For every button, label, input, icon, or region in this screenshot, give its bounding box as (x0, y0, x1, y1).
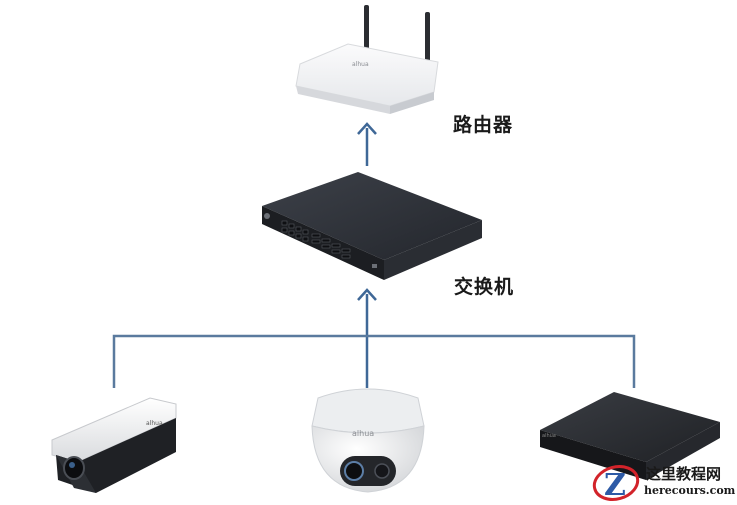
nvr-side (646, 422, 720, 480)
watermark-title: 这里教程网 (646, 465, 722, 483)
router-antenna-right (425, 12, 430, 67)
bullet-camera-brand: alhua (146, 420, 163, 427)
nvr-top (540, 392, 720, 462)
router-device: alhua (295, 5, 439, 114)
router-label: 路由器 (453, 114, 514, 136)
dome-camera: alhua (311, 388, 425, 493)
nvr-brand: alhua (542, 433, 556, 439)
arrow-switch-to-router (357, 122, 377, 166)
router-front (296, 86, 390, 114)
switch-power-indicator (264, 213, 270, 219)
watermark: Z 这里教程网 herecours.com (590, 459, 737, 505)
dome-camera-brand: alhua (352, 429, 374, 438)
switch-ports (281, 220, 351, 259)
svg-text:Z: Z (604, 468, 626, 503)
bullet-camera-lens (63, 456, 85, 480)
switch-top (262, 172, 482, 260)
dome-camera-ir (374, 463, 390, 479)
switch-label: 交换机 (454, 276, 515, 298)
switch-device (262, 172, 482, 280)
router-brand-logo: alhua (352, 61, 369, 68)
arrow-cameras-to-switch (357, 288, 377, 388)
watermark-url: herecours.com (644, 484, 736, 497)
watermark-logo-icon: Z (592, 465, 640, 503)
switch-side (384, 220, 482, 280)
bullet-camera: alhua (51, 397, 177, 493)
dome-camera-lens (344, 461, 364, 481)
dome-camera-base (311, 388, 425, 434)
connector-bus (112, 334, 636, 388)
switch-console-port (372, 264, 377, 268)
bullet-camera-body (56, 418, 176, 493)
router-side (390, 92, 434, 114)
